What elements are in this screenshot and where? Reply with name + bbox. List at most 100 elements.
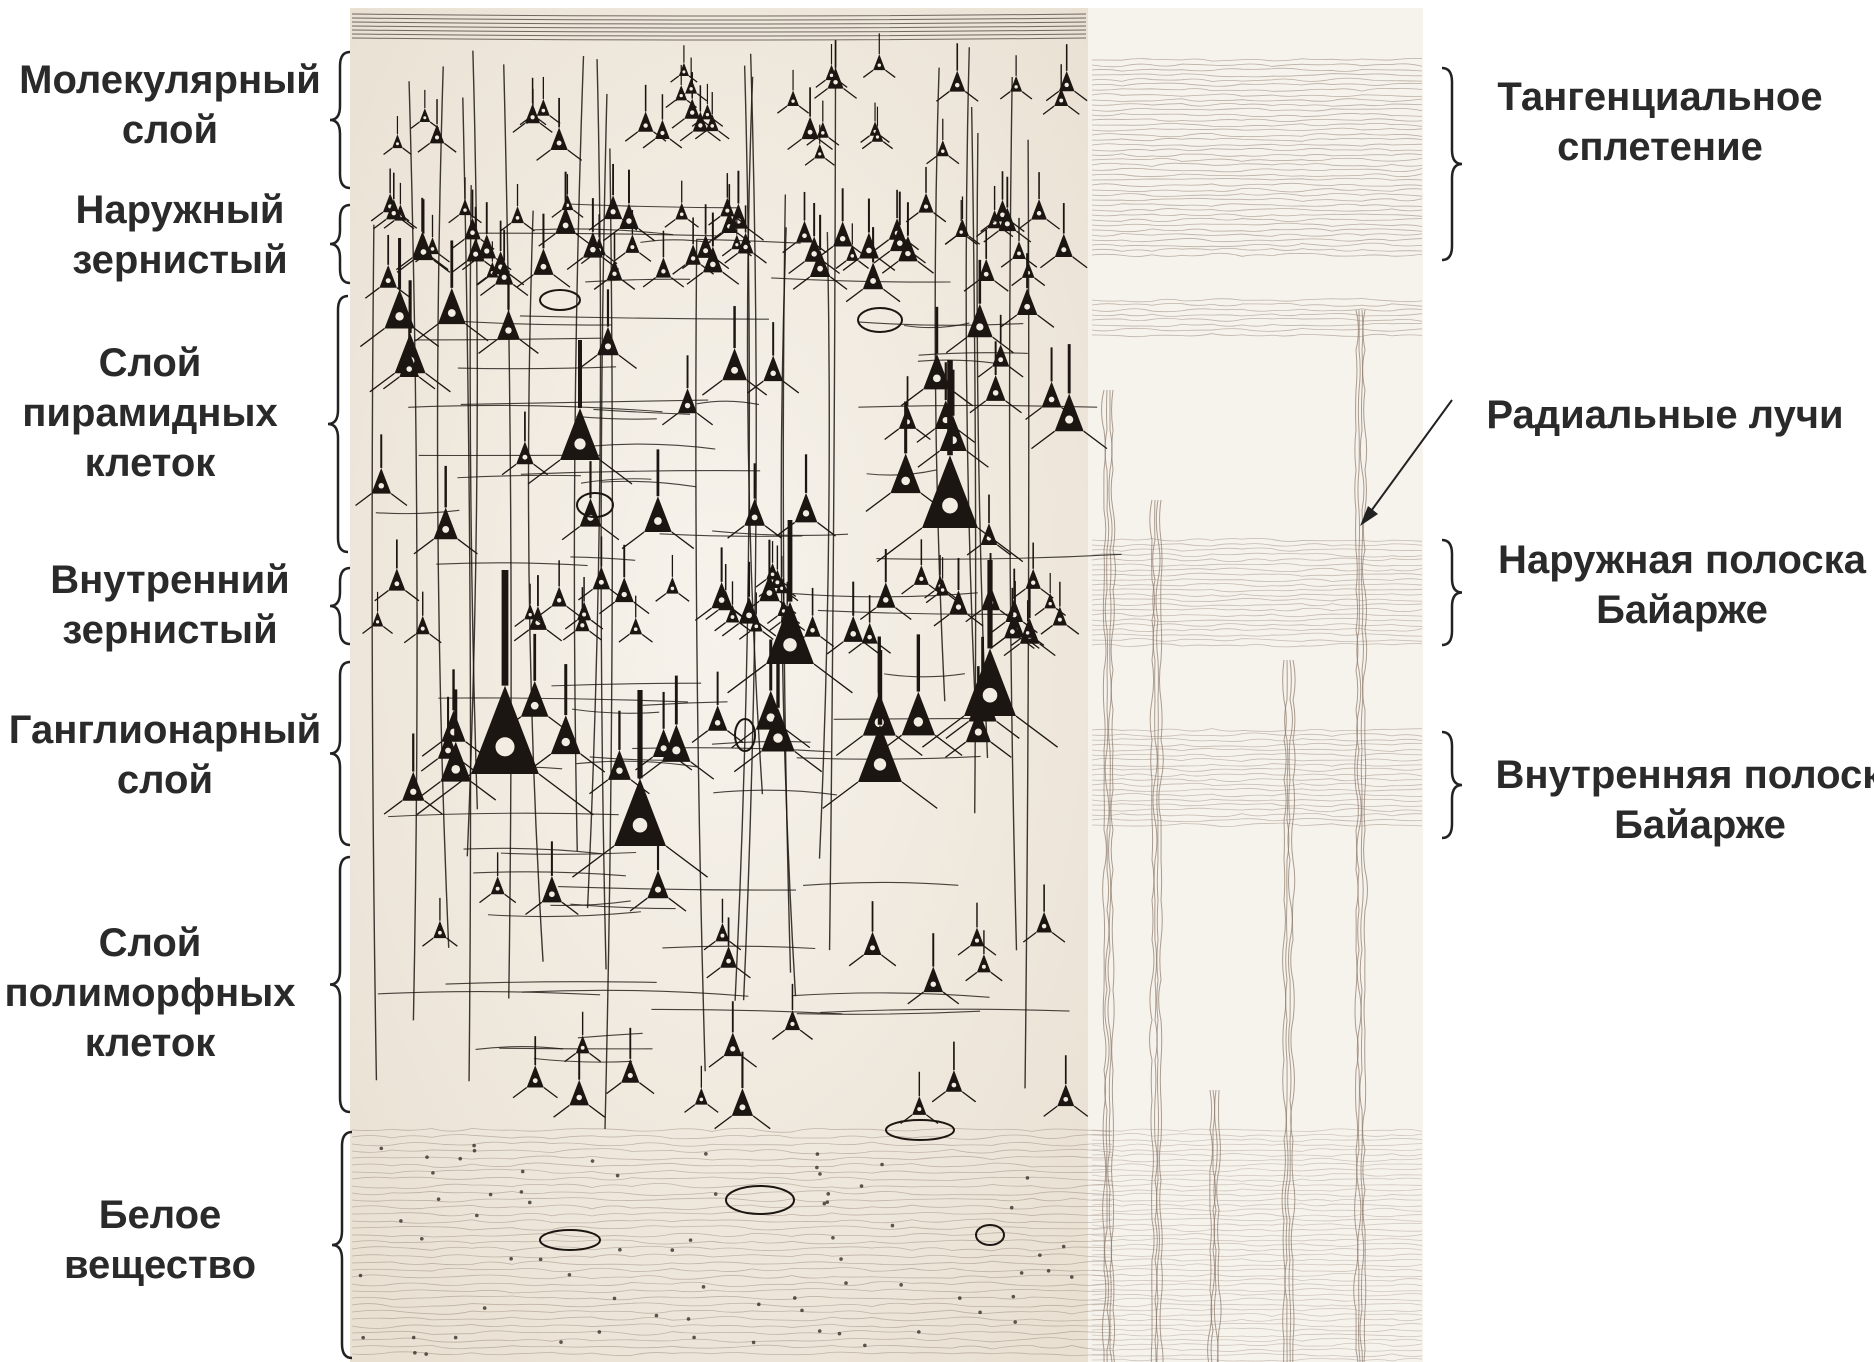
label-line: зернистый (50, 605, 290, 655)
neuron-nucleus (931, 981, 936, 986)
neuron-nucleus (720, 934, 724, 938)
neuron-nucleus (563, 223, 569, 229)
glial-dot (978, 1310, 982, 1314)
neuron-nucleus (803, 510, 809, 516)
neuron-nucleus (752, 514, 758, 520)
neuron-nucleus (771, 573, 775, 577)
label-line: Внутренняя полоска (1495, 750, 1874, 800)
glial-dot (815, 1166, 819, 1170)
label-outer-granular-layer: Наружный зернистый (72, 185, 287, 285)
neuron-nucleus (502, 275, 507, 280)
bracket-molecular (330, 52, 350, 188)
neuron-nucleus (689, 87, 692, 90)
neuron-nucleus (941, 149, 944, 152)
neuron-nucleus (975, 939, 979, 943)
neuron-nucleus (542, 109, 546, 113)
glial-dot (509, 1257, 513, 1261)
bracket-polymorphic (330, 857, 350, 1112)
neuron-nucleus (952, 1083, 957, 1088)
neuron-nucleus (1064, 83, 1068, 87)
glial-dot (528, 1201, 532, 1205)
neuron-nucleus (866, 248, 872, 254)
neuron-nucleus (654, 517, 662, 525)
neuron-nucleus (917, 1107, 921, 1111)
glial-dot (598, 1330, 602, 1334)
label-line: Тангенциальное (1497, 72, 1822, 122)
neuron-nucleus (541, 264, 547, 270)
label-line: полиморфных (4, 968, 295, 1018)
glial-dot (816, 1152, 820, 1156)
glial-dot (689, 1238, 693, 1242)
neuron-nucleus (680, 212, 684, 216)
glial-dot (838, 1332, 842, 1336)
neuron-nucleus (574, 438, 585, 449)
label-line: сплетение (1497, 122, 1822, 172)
neuron-nucleus (867, 635, 872, 640)
glial-dot (917, 1330, 921, 1334)
neuron-nucleus (870, 278, 876, 284)
neuron-nucleus (1031, 581, 1035, 585)
glial-dot (863, 1344, 867, 1348)
neuron-nucleus (808, 130, 813, 135)
neuron-nucleus (396, 142, 399, 145)
neuron-nucleus (549, 891, 555, 897)
bracket-outer-baillarger (1442, 540, 1462, 645)
neuron-nucleus (933, 374, 941, 382)
bracket-ganglionic (330, 662, 350, 845)
neuron-nucleus (810, 628, 815, 633)
neuron-nucleus (956, 604, 961, 609)
neuron-nucleus (522, 455, 527, 460)
neuron-nucleus (901, 477, 910, 486)
neuron-nucleus (821, 131, 824, 134)
neuron-nucleus (660, 131, 664, 135)
neuron-nucleus (406, 366, 412, 372)
glial-dot (489, 1193, 493, 1197)
glial-dot (1062, 1245, 1066, 1249)
neuron-nucleus (1024, 304, 1030, 310)
neuron-nucleus (775, 580, 779, 584)
neuron-nucleus (410, 789, 416, 795)
neuron-nucleus (743, 245, 747, 249)
glial-dot (521, 1170, 525, 1174)
neuron-nucleus (1059, 99, 1063, 103)
neuron-nucleus (919, 577, 923, 581)
neuron-nucleus (680, 94, 683, 97)
glial-dot (714, 1192, 718, 1196)
neuron-nucleus (671, 587, 675, 591)
glial-dot (702, 1285, 706, 1289)
neuron-nucleus (700, 1098, 704, 1102)
glial-dot (425, 1155, 429, 1159)
neuron-nucleus (914, 717, 923, 726)
neuron-nucleus (557, 598, 561, 602)
neuron-nucleus (1063, 1097, 1068, 1102)
neuron-nucleus (706, 113, 709, 116)
neuron-nucleus (783, 638, 796, 651)
neuron-nucleus (431, 247, 435, 251)
neuron-nucleus (817, 266, 823, 272)
neuron-nucleus (998, 357, 1003, 362)
glial-dot (361, 1336, 365, 1340)
glial-dot (568, 1273, 572, 1277)
neuron-nucleus (634, 627, 638, 631)
glial-dot (1013, 1320, 1017, 1324)
neuron-nucleus (851, 254, 855, 258)
neuron-nucleus (470, 230, 475, 235)
neuron-nucleus (463, 208, 467, 212)
neuron-nucleus (473, 252, 478, 257)
neuron-nucleus (376, 620, 379, 623)
label-white-matter: Белое вещество (64, 1190, 256, 1290)
myelin-panel (1088, 8, 1423, 1362)
neuron-nucleus (496, 887, 500, 891)
label-inner-granular-layer: Внутренний зернистый (50, 555, 290, 655)
glial-dot (613, 1297, 617, 1301)
bracket-tangential-plexus (1442, 68, 1462, 260)
label-radial-rays: Радиальные лучи (1486, 390, 1843, 440)
glial-dot (818, 1329, 822, 1333)
neuron-nucleus (955, 83, 960, 88)
label-polymorphic-layer: Слой полиморфных клеток (4, 918, 295, 1068)
glial-dot (823, 1202, 827, 1206)
glial-dot (958, 1296, 962, 1300)
label-line: зернистый (72, 235, 287, 285)
label-line: Внутренний (50, 555, 290, 605)
